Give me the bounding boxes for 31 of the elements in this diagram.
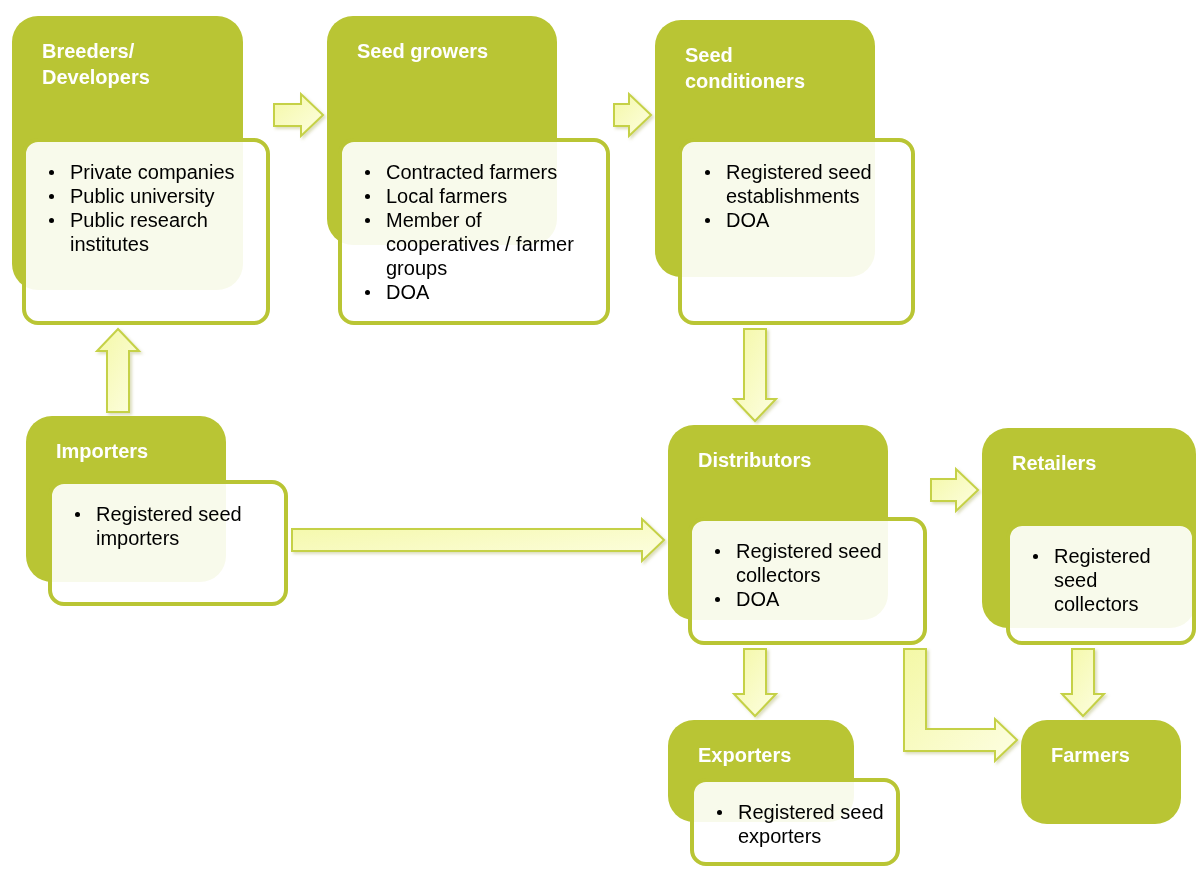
block-arrow <box>273 91 325 139</box>
list-item: Registered seed exporters <box>712 800 888 848</box>
list-item: Member of cooperatives / farmer groups <box>360 208 598 280</box>
list-item: Contracted farmers <box>360 160 598 184</box>
stage-title: Farmers <box>1051 743 1131 768</box>
block-arrow <box>731 328 779 423</box>
stage-title: Distributors <box>698 448 813 473</box>
stage-title: Breeders/ Developers <box>42 39 151 90</box>
stage-title: Seed conditioners <box>685 43 806 94</box>
block-arrow <box>930 466 980 514</box>
list-item: DOA <box>360 280 598 304</box>
block-arrow <box>1059 648 1107 718</box>
list-item: Registered seed collectors <box>710 539 915 587</box>
list-item: Registered seed establishments <box>700 160 903 208</box>
list-item: DOA <box>710 587 915 611</box>
list-item: Private companies <box>44 160 258 184</box>
list-item: Registered seed collectors <box>1028 544 1184 616</box>
block-arrow <box>613 91 653 139</box>
list-item: DOA <box>700 208 903 232</box>
list-item: Registered seed importers <box>70 502 276 550</box>
block-arrow <box>291 516 666 564</box>
stage-title: Retailers <box>1012 451 1098 476</box>
list-item: Local farmers <box>360 184 598 208</box>
block-arrow <box>903 648 1019 764</box>
stage-title: Exporters <box>698 743 793 768</box>
block-arrow <box>94 327 142 413</box>
block-arrow <box>731 648 779 718</box>
stage-title: Importers <box>56 439 150 464</box>
list-item: Public university <box>44 184 258 208</box>
stage-title: Seed growers <box>357 39 490 64</box>
list-item: Public research institutes <box>44 208 258 256</box>
